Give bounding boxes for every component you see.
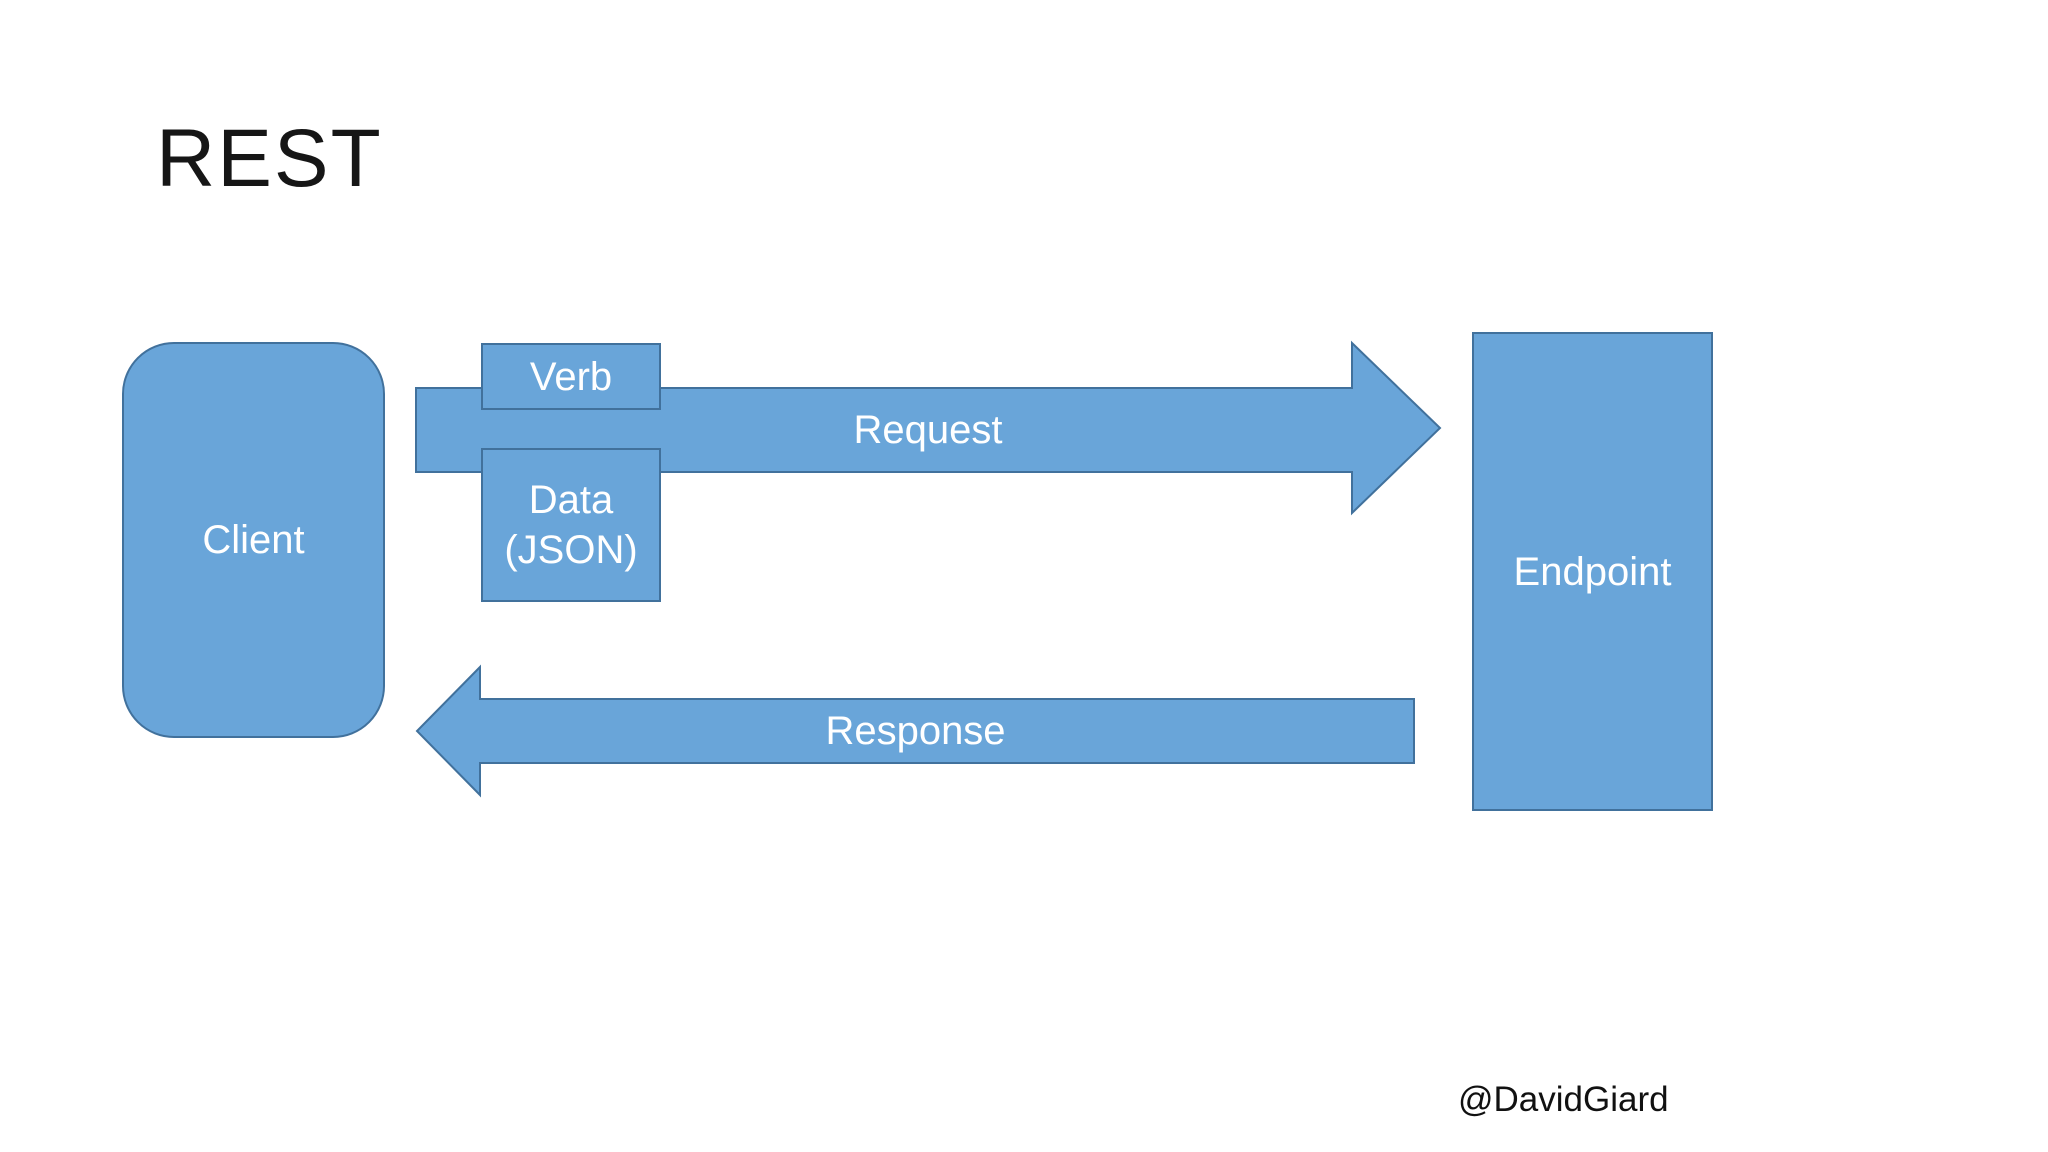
data-json-box-label: Data (JSON) [504, 478, 638, 572]
verb-box: Verb [481, 343, 661, 410]
data-json-box: Data (JSON) [481, 448, 661, 602]
endpoint-node: Endpoint [1472, 332, 1713, 811]
slide-title: REST [156, 113, 383, 204]
author-watermark: @DavidGiard [1458, 1080, 1669, 1119]
client-node: Client [122, 342, 385, 738]
endpoint-node-label: Endpoint [1513, 549, 1672, 594]
client-node-label: Client [202, 518, 305, 562]
response-arrow-icon [415, 664, 1415, 798]
verb-box-label: Verb [529, 354, 613, 399]
